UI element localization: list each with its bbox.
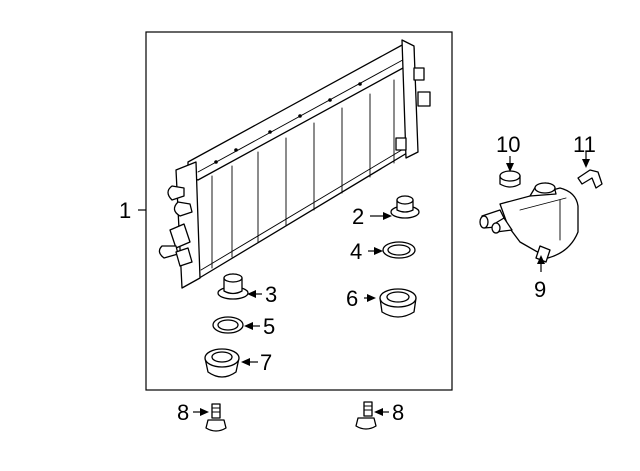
assembly-frame bbox=[145, 31, 453, 391]
reservoir-hose bbox=[577, 169, 603, 189]
callout-8-left: 8 bbox=[177, 400, 189, 425]
callout-2: 2 bbox=[352, 204, 364, 229]
callout-1: 1 bbox=[119, 198, 131, 223]
bolt-right bbox=[355, 401, 377, 430]
callout-4: 4 bbox=[350, 239, 362, 264]
callout-8-right: 8 bbox=[392, 400, 404, 425]
radiator bbox=[158, 39, 431, 289]
bolt-left bbox=[205, 403, 227, 432]
lower-isolator-right bbox=[379, 288, 417, 318]
seal-ring-right bbox=[382, 241, 416, 259]
callout-10: 10 bbox=[496, 132, 520, 157]
seal-ring-left bbox=[212, 316, 244, 334]
callout-11: 11 bbox=[573, 132, 596, 157]
coolant-reservoir bbox=[479, 182, 579, 263]
callout-5: 5 bbox=[263, 314, 275, 339]
callout-6: 6 bbox=[346, 286, 358, 311]
upper-isolator-right bbox=[390, 195, 420, 219]
lower-isolator-left bbox=[204, 348, 240, 378]
callout-7: 7 bbox=[260, 350, 272, 375]
callout-3: 3 bbox=[265, 282, 277, 307]
callout-9: 9 bbox=[534, 277, 546, 302]
reservoir-cap bbox=[499, 170, 521, 188]
upper-isolator-left bbox=[217, 273, 249, 300]
